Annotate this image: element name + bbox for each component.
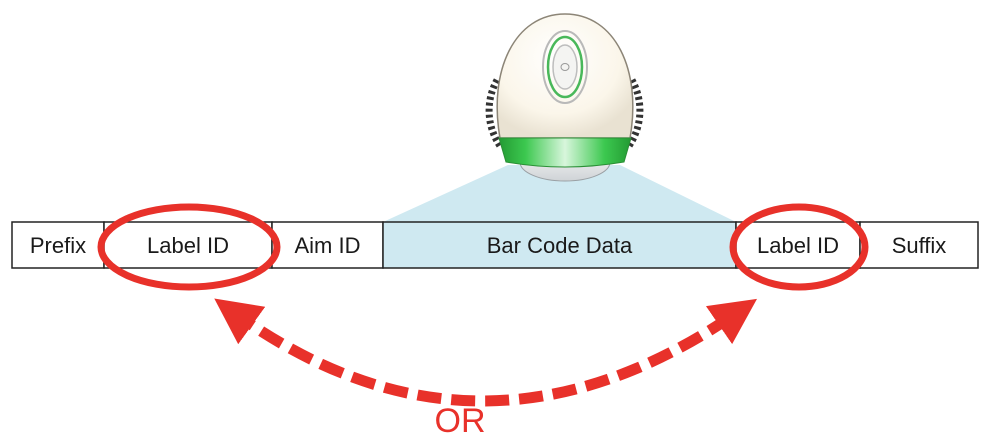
field-label-id-4: Label ID (735, 221, 861, 269)
field-label: Prefix (30, 233, 86, 258)
field-cell (11, 221, 105, 269)
or-label: OR (435, 402, 486, 439)
field-aim-id-2: Aim ID (271, 221, 384, 269)
field-cell (735, 221, 861, 269)
barcode-scanner-icon (485, 13, 644, 182)
label-id-circle (729, 203, 869, 291)
field-label: Suffix (892, 233, 947, 258)
field-cell (382, 221, 737, 269)
field-cell (103, 221, 273, 269)
scan-beam (383, 165, 736, 222)
field-bar-code-data-3: Bar Code Data (382, 221, 737, 269)
field-label: Bar Code Data (487, 233, 633, 258)
double-headed-arrow-icon (214, 298, 758, 407)
field-label: Label ID (147, 233, 229, 258)
label-id-circle (97, 203, 281, 291)
field-prefix-0: Prefix (11, 221, 105, 269)
field-cell (859, 221, 979, 269)
scanner-band (498, 137, 632, 168)
field-label: Label ID (757, 233, 839, 258)
field-label-id-1: Label ID (103, 221, 273, 269)
label-id-highlights (97, 203, 869, 291)
field-label: Aim ID (295, 233, 361, 258)
field-suffix-5: Suffix (859, 221, 979, 269)
data-string-row: Prefix Label ID Aim ID Bar Code Data Label I… (11, 221, 979, 269)
